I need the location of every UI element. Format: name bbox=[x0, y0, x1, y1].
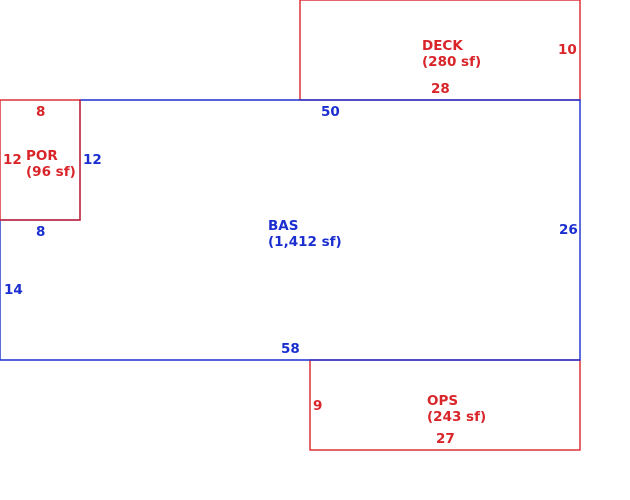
bas-dim-right: 26 bbox=[559, 222, 578, 238]
por-outline bbox=[0, 99, 81, 221]
deck-area-label: (280 sf) bbox=[422, 54, 481, 70]
ops-dim-bottom: 27 bbox=[436, 431, 455, 447]
deck-name-label: DECK bbox=[422, 38, 463, 54]
ops-name-label: OPS bbox=[427, 393, 458, 409]
deck-dim-bottom: 28 bbox=[431, 81, 450, 97]
bas-dim-left: 14 bbox=[4, 282, 23, 298]
bas-name-label: BAS bbox=[268, 218, 298, 234]
bas-area-label: (1,412 sf) bbox=[268, 234, 342, 250]
bas-dim-notch-bottom: 8 bbox=[36, 224, 45, 240]
ops-area-label: (243 sf) bbox=[427, 409, 486, 425]
por-dim-top: 8 bbox=[36, 104, 45, 120]
ops-dim-left: 9 bbox=[313, 398, 322, 414]
por-dim-left: 12 bbox=[3, 152, 22, 168]
bas-dim-top: 50 bbox=[321, 104, 340, 120]
deck-dim-right: 10 bbox=[558, 42, 577, 58]
por-area-label: (96 sf) bbox=[26, 164, 76, 180]
bas-dim-notch-right: 12 bbox=[83, 152, 102, 168]
por-name-label: POR bbox=[26, 148, 58, 164]
bas-dim-bottom: 58 bbox=[281, 341, 300, 357]
